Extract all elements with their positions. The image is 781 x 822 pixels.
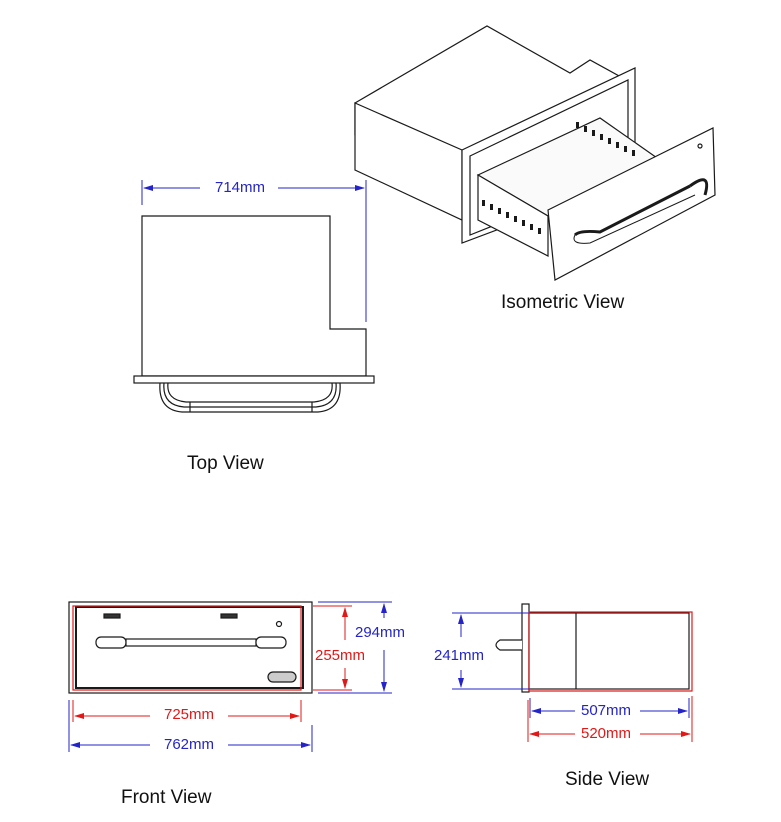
front-inner-height-label: 255mm xyxy=(313,647,368,664)
front-outer-height-label: 294mm xyxy=(353,624,408,641)
side-inner-depth-label: 507mm xyxy=(579,702,634,719)
isometric-slots xyxy=(482,122,635,234)
front-inner-width-label: 725mm xyxy=(162,706,217,723)
side-view-drawing xyxy=(495,603,690,693)
side-view-title: Side View xyxy=(565,769,650,790)
front-view-red-outline xyxy=(72,605,302,691)
side-view-red-outline xyxy=(528,611,693,692)
front-view-dimensions xyxy=(68,601,392,752)
side-outer-depth-label: 520mm xyxy=(579,725,634,742)
front-outer-width-label: 762mm xyxy=(162,736,217,753)
front-view-title: Front View xyxy=(121,787,212,808)
top-view-dimension xyxy=(141,180,367,322)
isometric-view-drawing xyxy=(354,25,716,281)
side-view-dimensions xyxy=(452,612,693,742)
top-view-title: Top View xyxy=(187,453,264,474)
top-view-drawing xyxy=(133,215,375,413)
top-width-label: 714mm xyxy=(213,179,268,196)
side-height-label: 241mm xyxy=(432,647,487,664)
isometric-view-title: Isometric View xyxy=(501,292,625,313)
front-view-drawing xyxy=(68,601,313,694)
